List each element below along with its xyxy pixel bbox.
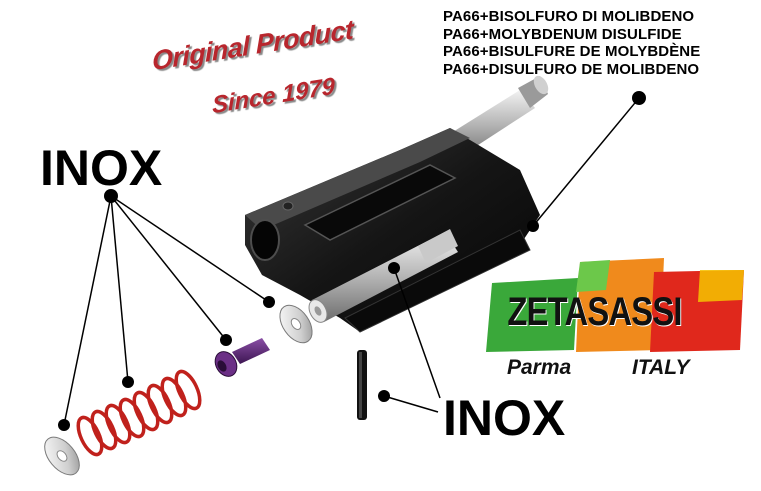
- brand-country: ITALY: [632, 356, 690, 379]
- material-line-it: PA66+BISOLFURO DI MOLIBDENO: [443, 8, 695, 25]
- brand-logo-tiles: [486, 258, 744, 352]
- lower-guide-rod: [308, 229, 458, 323]
- leader-lines: [63, 97, 640, 426]
- material-list: PA66+BISOLFURO DI MOLIBDENO PA66+MOLYBDE…: [443, 8, 761, 78]
- material-line-fr: PA66+BISULFURE DE MOLYBDÈNE: [443, 43, 701, 60]
- inox-label-right: INOX: [443, 390, 566, 446]
- brand-city: Parma: [507, 356, 572, 379]
- washer-upper: [279, 304, 313, 344]
- brand-name: ZETASASSI: [507, 290, 682, 334]
- washer-lower: [44, 436, 80, 476]
- material-line-es: PA66+DISULFURO DE MOLIBDENO: [443, 60, 700, 78]
- brand-logo: ZETASASSI: [490, 290, 699, 335]
- screw: [214, 338, 270, 377]
- spring: [76, 369, 202, 457]
- leader-dots: [58, 91, 646, 431]
- pin: [357, 350, 367, 420]
- inox-label-left: INOX: [40, 140, 163, 196]
- material-line-en: PA66+MOLYBDENUM DISULFIDE: [443, 25, 682, 43]
- bolt-carrier-body: [245, 128, 540, 333]
